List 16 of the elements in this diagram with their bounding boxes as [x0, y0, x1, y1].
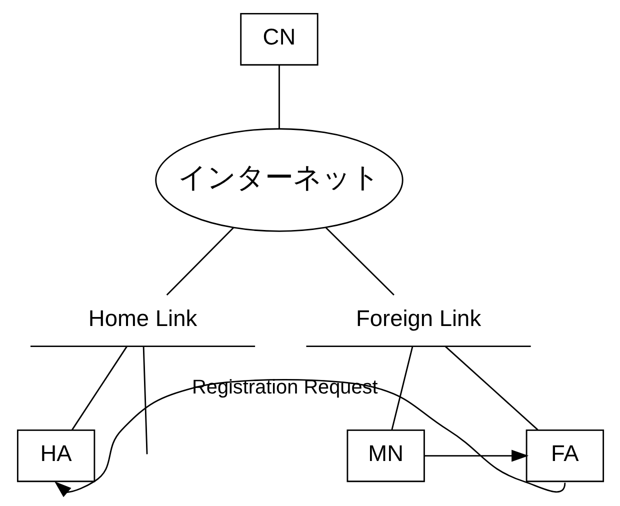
connector — [142, 346, 148, 454]
connector — [390, 346, 413, 430]
edge-label: Registration Request — [192, 376, 378, 399]
node-box: FA — [525, 430, 604, 482]
node-text: Foreign Link — [355, 305, 481, 332]
node-ellipse: インターネット — [154, 128, 403, 232]
connector — [325, 227, 394, 296]
connector — [278, 65, 280, 128]
node-text: Home Link — [88, 305, 197, 332]
node-box: MN — [346, 430, 424, 482]
node-box: CN — [240, 13, 318, 66]
node-box: HA — [16, 430, 95, 482]
connector — [444, 346, 538, 430]
connector — [71, 346, 127, 430]
connector — [166, 227, 234, 296]
arrow — [424, 450, 528, 462]
